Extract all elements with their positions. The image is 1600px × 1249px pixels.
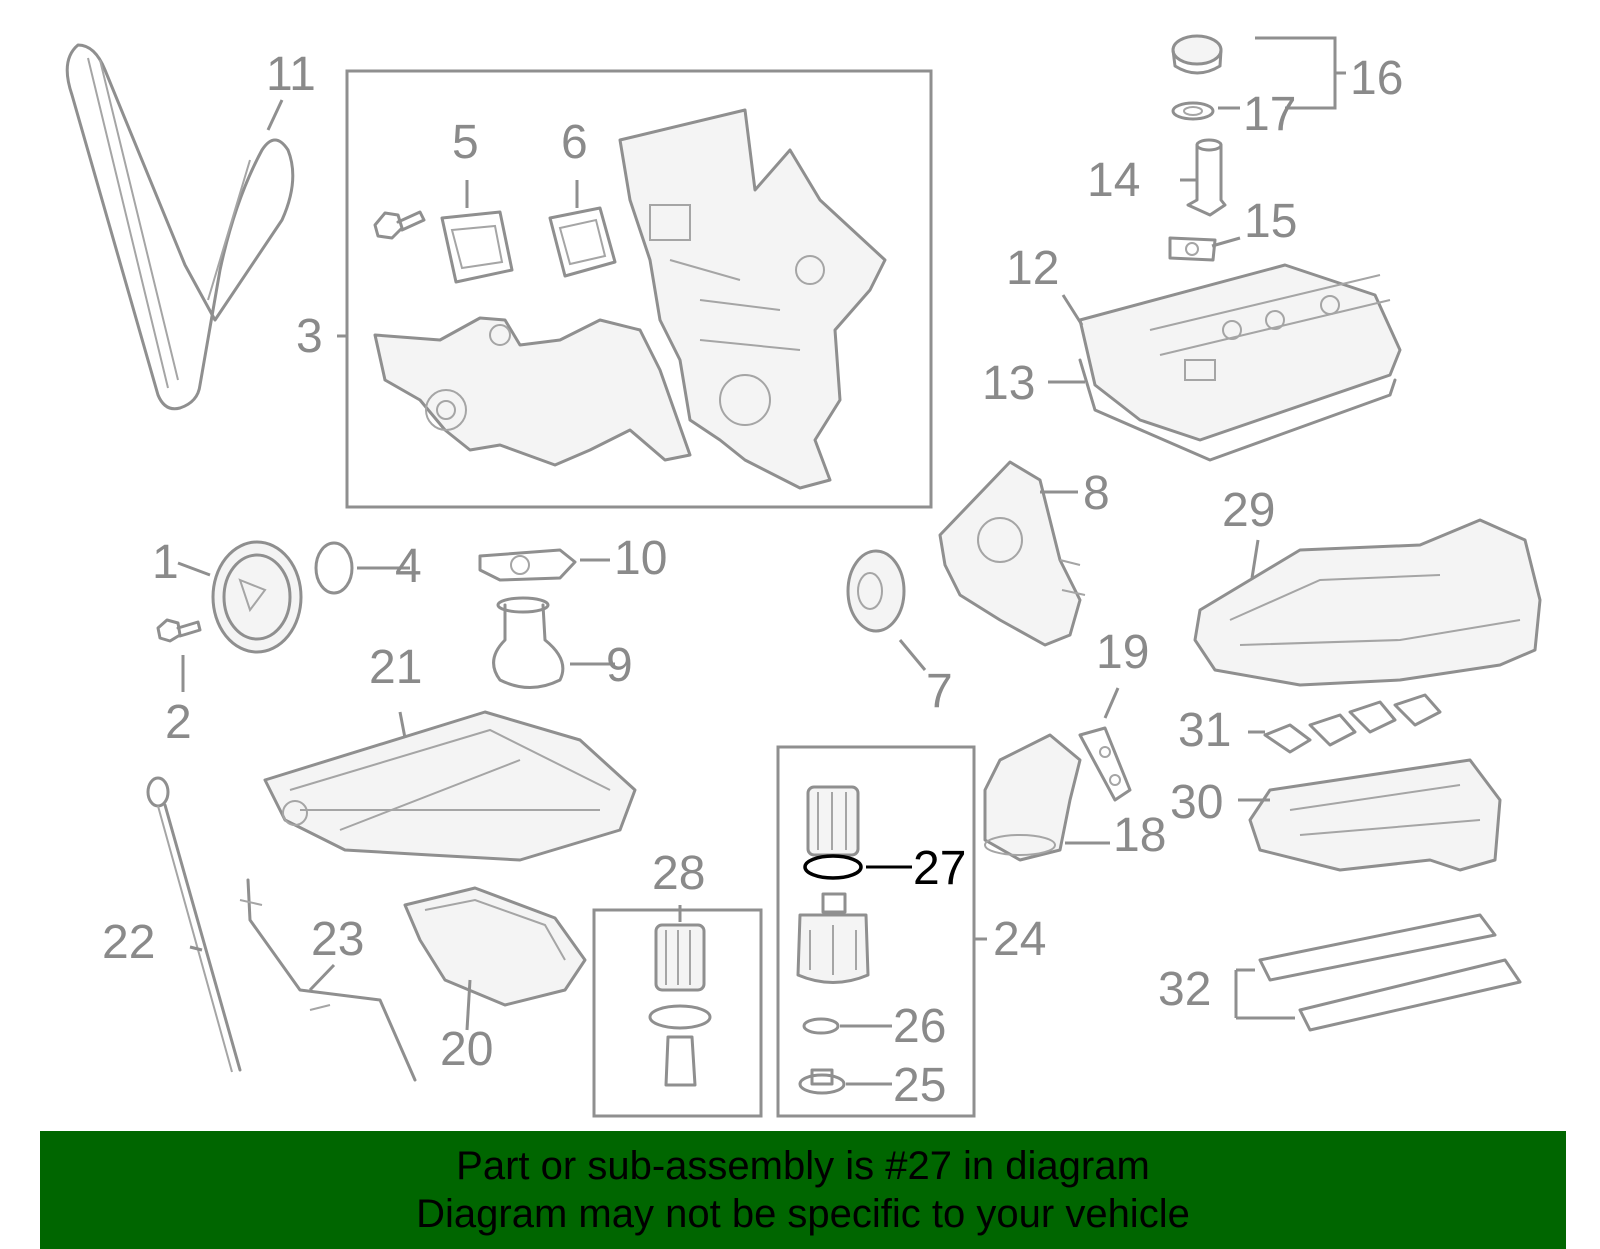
callout-5: 5 (452, 116, 479, 169)
part-intake-manifold (1193, 518, 1542, 687)
callout-2: 2 (165, 696, 192, 749)
callout-22: 22 (102, 916, 155, 969)
group-box-28 (592, 908, 763, 1118)
callout-26: 26 (893, 1000, 946, 1053)
callout-21: 21 (369, 641, 422, 694)
part-oring-27 (803, 854, 863, 880)
callout-9: 9 (606, 639, 633, 692)
callout-10: 10 (614, 532, 667, 585)
part-gasket-26 (802, 1017, 840, 1035)
part-bracket-gasket (1078, 726, 1132, 802)
part-oil-pan-lower (403, 886, 587, 1007)
callout-27: 27 (913, 842, 966, 895)
part-chain-cover (938, 460, 1086, 647)
callout-14: 14 (1087, 154, 1140, 207)
part-valve-cover-gasket (1078, 358, 1397, 462)
callout-25: 25 (893, 1059, 946, 1112)
banner-line-1: Part or sub-assembly is #27 in diagram (456, 1144, 1150, 1188)
part-filler-pipe (1186, 138, 1227, 217)
info-banner: Part or sub-assembly is #27 in diagram D… (40, 1131, 1566, 1249)
part-oil-pump-rotor (846, 549, 906, 633)
leader-lines (177, 36, 1346, 1086)
part-dipstick (146, 776, 242, 1073)
callout-32: 32 (1158, 963, 1211, 1016)
part-gaskets-32 (1258, 913, 1522, 1032)
callout-3: 3 (296, 310, 323, 363)
part-manifold-gaskets-31 (1263, 693, 1442, 754)
part-oil-strainer (492, 596, 565, 689)
part-filler-gasket (1168, 236, 1217, 262)
banner-line-2: Diagram may not be specific to your vehi… (416, 1192, 1190, 1236)
part-lower-intake (1248, 758, 1502, 872)
group-box-24 (776, 745, 976, 1118)
callout-20: 20 (440, 1023, 493, 1076)
callout-19: 19 (1096, 626, 1149, 679)
callout-29: 29 (1222, 484, 1275, 537)
callout-13: 13 (982, 357, 1035, 410)
callout-11: 11 (266, 48, 316, 101)
part-oil-filler-cap (1171, 34, 1223, 75)
callout-28: 28 (652, 847, 705, 900)
callout-24: 24 (993, 913, 1046, 966)
part-dipstick-guide (239, 878, 417, 1082)
callout-15: 15 (1244, 195, 1297, 248)
part-gasket-6 (548, 206, 617, 278)
part-oil-pan-upper (263, 710, 637, 862)
callout-7: 7 (926, 665, 953, 718)
part-valve-cover (1078, 263, 1402, 442)
part-water-pump (373, 316, 692, 467)
group-box-3 (345, 69, 933, 509)
part-filter-cap (796, 892, 870, 984)
part-timing-cover (618, 108, 887, 490)
part-filter-element (806, 785, 860, 857)
part-o-ring-4 (314, 541, 354, 595)
part-bolt-3 (373, 210, 426, 240)
callout-1: 1 (152, 536, 179, 589)
callout-12: 12 (1006, 242, 1059, 295)
callout-4: 4 (395, 540, 422, 593)
part-strainer-gasket (478, 548, 577, 582)
callout-labels: 11 3 5 6 1 2 4 10 9 7 8 12 13 14 15 16 1… (102, 48, 1403, 1112)
part-filter-28 (648, 923, 712, 1087)
callout-30: 30 (1170, 776, 1223, 829)
part-drain-plug-25 (798, 1068, 846, 1095)
callout-16: 16 (1350, 52, 1403, 105)
callout-17: 17 (1243, 88, 1296, 141)
part-gasket-5 (440, 210, 514, 284)
callout-18: 18 (1113, 809, 1166, 862)
part-timing-chain (65, 43, 295, 411)
part-cap-gasket (1171, 101, 1215, 121)
part-crank-pulley (211, 540, 303, 654)
callout-31: 31 (1178, 704, 1231, 757)
callout-6: 6 (561, 116, 588, 169)
part-filter-bracket (983, 733, 1082, 862)
part-pulley-bolt (156, 618, 202, 643)
callout-23: 23 (311, 913, 364, 966)
callout-8: 8 (1083, 467, 1110, 520)
